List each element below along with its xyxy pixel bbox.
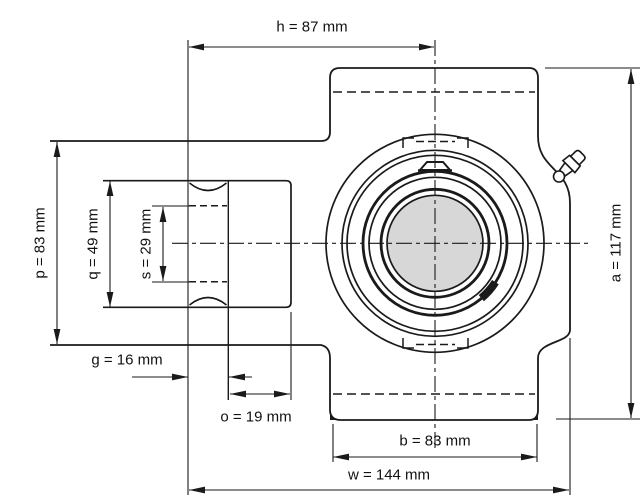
centerlines bbox=[172, 40, 588, 452]
extension-lines bbox=[152, 40, 640, 495]
locking-collar-slot bbox=[478, 279, 499, 302]
dimension-arrowheads bbox=[53, 43, 635, 494]
dim-label-g: g = 16 mm bbox=[91, 351, 163, 369]
corner-fillet-left bbox=[330, 411, 339, 420]
side-view bbox=[103, 179, 292, 400]
collar-fillet-bottom bbox=[188, 296, 228, 306]
dim-label-s: s = 29 mm bbox=[137, 208, 155, 280]
corner-fillet-right bbox=[531, 411, 538, 420]
side-view-block bbox=[103, 179, 292, 309]
lube-groove-top bbox=[402, 137, 469, 148]
front-view-outline bbox=[50, 67, 571, 421]
dim-label-p: p = 83 mm bbox=[31, 207, 49, 279]
dim-label-h: h = 87 mm bbox=[276, 18, 348, 36]
grease-fitting-ball bbox=[552, 170, 566, 183]
collar-fillet-top bbox=[188, 182, 228, 192]
dim-label-q: q = 49 mm bbox=[84, 208, 102, 280]
dim-label-b: b = 83 mm bbox=[399, 432, 471, 450]
dim-label-w: w = 144 mm bbox=[347, 466, 431, 484]
lube-groove-bottom bbox=[402, 338, 469, 349]
grease-fitting bbox=[552, 149, 586, 183]
grease-fitting-hex bbox=[561, 154, 582, 174]
dim-label-o: o = 19 mm bbox=[220, 408, 292, 426]
grease-fitting-cap bbox=[569, 149, 586, 166]
dim-label-a: a = 117 mm bbox=[607, 203, 625, 283]
